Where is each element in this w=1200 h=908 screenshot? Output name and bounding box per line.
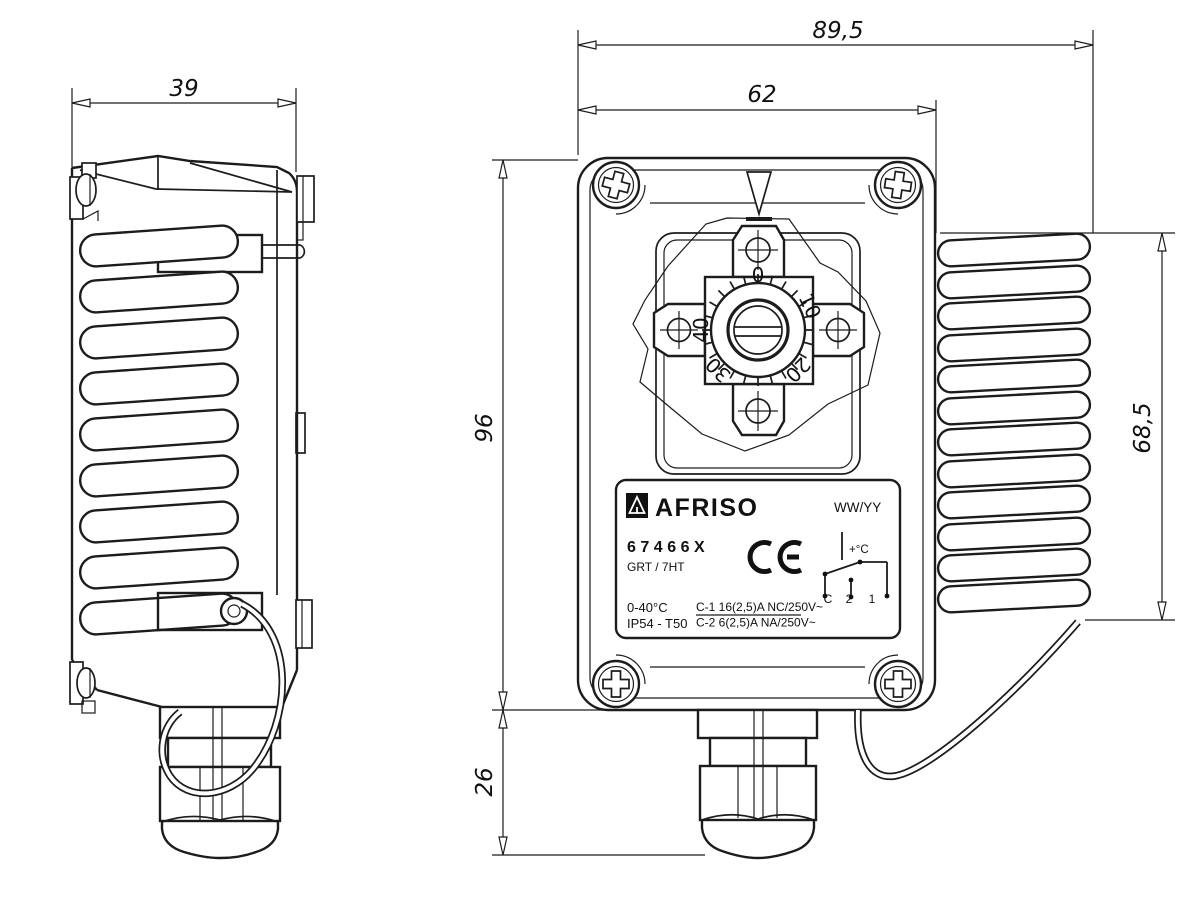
dial-ticks bbox=[702, 274, 814, 386]
ce-mark-icon bbox=[747, 540, 803, 574]
front-sensor-coil bbox=[936, 232, 1092, 614]
thermostat-mechanism: 0 10 20 30 40 bbox=[652, 224, 866, 437]
bracket-screw-icon bbox=[76, 667, 96, 699]
dimension-96: 96 bbox=[472, 159, 700, 711]
lug-holes bbox=[660, 230, 857, 431]
phillips-screw-icon bbox=[883, 170, 913, 200]
model-text: 67466X bbox=[627, 539, 709, 556]
side-tab-top bbox=[296, 175, 315, 223]
brand-text: AFRISO bbox=[655, 494, 758, 522]
date-code-text: WW/YY bbox=[834, 500, 881, 515]
side-cable-gland bbox=[158, 705, 282, 860]
dim-26-text: 26 bbox=[472, 767, 498, 796]
side-capillary-loop bbox=[158, 600, 286, 798]
dimension-89-5: 89,5 bbox=[577, 18, 1094, 233]
side-tab-middle bbox=[295, 412, 306, 454]
terminal-c-text: C bbox=[824, 592, 833, 606]
corner-screw-top-left bbox=[591, 160, 646, 215]
afriso-logo-icon bbox=[626, 493, 648, 518]
contact2-text: C-2 6(2,5)A NA/250V~ bbox=[696, 616, 816, 630]
terminal-1-text: 1 bbox=[869, 592, 876, 606]
rating-label: AFRISO WW/YY 67466X GRT / 7HT bbox=[614, 478, 902, 640]
side-bracket-top bbox=[69, 162, 99, 221]
type-code-text: GRT / 7HT bbox=[627, 560, 685, 574]
terminal-2-text: 2 bbox=[846, 592, 853, 606]
sensor-label-text: +°C bbox=[849, 544, 869, 556]
enclosure-inner-line bbox=[589, 169, 924, 699]
front-view: 0 10 20 30 40 AFRISO WW/YY 67466X GRT / … bbox=[576, 156, 1092, 860]
dial-number-40: 40 bbox=[689, 317, 713, 342]
dim-68-5-text: 68,5 bbox=[1130, 402, 1156, 453]
temp-range-text: 0-40°C bbox=[627, 600, 668, 615]
pointer-triangle-icon bbox=[745, 171, 773, 218]
side-view bbox=[69, 154, 315, 860]
side-bracket-bottom bbox=[69, 661, 96, 714]
phillips-screw-icon bbox=[601, 170, 631, 200]
corner-screw-bottom-right bbox=[868, 654, 923, 709]
protection-text: IP54 - T50 bbox=[627, 616, 687, 631]
dim-89-5-text: 89,5 bbox=[812, 18, 863, 44]
side-body bbox=[70, 154, 315, 709]
dimension-39: 39 bbox=[71, 76, 297, 172]
phillips-screw-icon bbox=[602, 670, 630, 698]
phillips-screw-icon bbox=[884, 670, 912, 698]
dial-number-0: 0 bbox=[752, 263, 765, 287]
front-capillary-tube bbox=[854, 619, 1081, 781]
gasket-outline bbox=[632, 217, 881, 452]
dim-62-text: 62 bbox=[747, 82, 776, 108]
bracket-screw-icon bbox=[75, 173, 97, 207]
side-tab-bottom bbox=[295, 599, 313, 649]
dim-39-text: 39 bbox=[169, 76, 198, 102]
contact1-text: C-1 16(2,5)A NC/250V~ bbox=[696, 600, 823, 614]
dimension-68-5: 68,5 bbox=[940, 232, 1175, 621]
circuit-diagram: +°C C 2 1 bbox=[822, 532, 890, 606]
side-sensor-coil bbox=[78, 224, 240, 636]
dim-96-text: 96 bbox=[472, 413, 498, 442]
corner-screw-bottom-left bbox=[591, 654, 646, 709]
corner-screw-top-right bbox=[868, 160, 923, 215]
dimension-26: 26 bbox=[472, 709, 705, 856]
front-cable-gland bbox=[696, 708, 819, 860]
